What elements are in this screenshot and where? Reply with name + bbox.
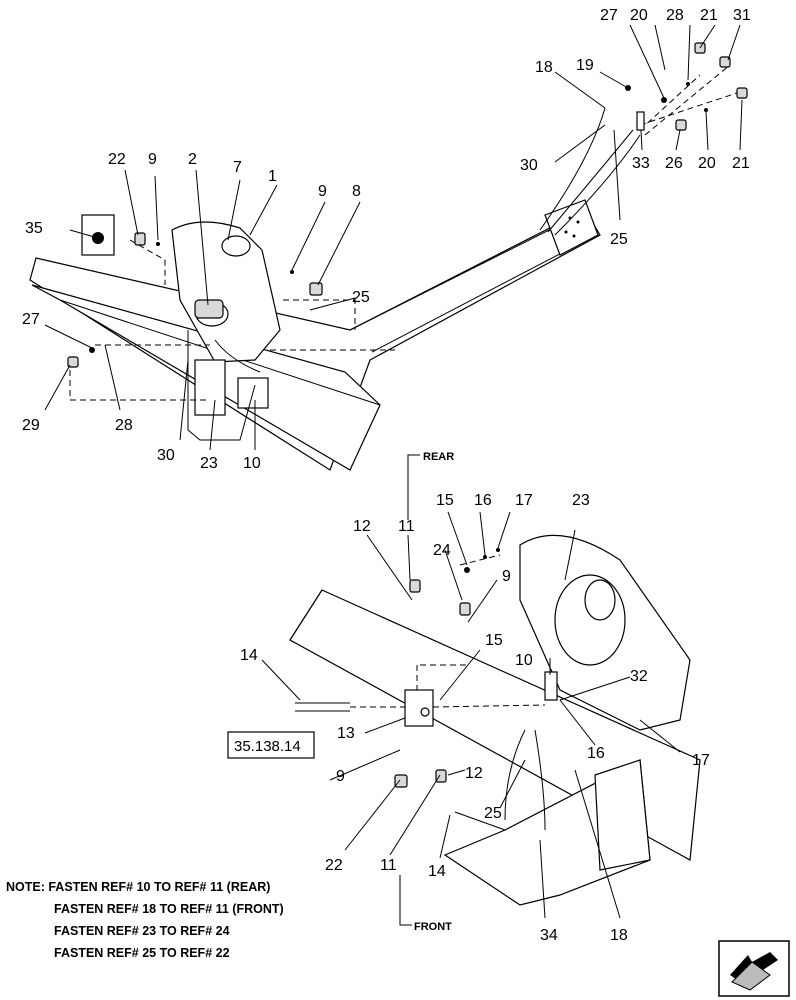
callout-1: 1 [268, 168, 277, 185]
cross-reference-box[interactable]: 35.138.14 [227, 731, 315, 759]
callout-22: 22 [108, 151, 126, 168]
lower-callouts: 9 9 10 11 11 12 12 13 14 14 15 15 16 16 … [240, 451, 710, 944]
callout-27: 27 [600, 7, 618, 24]
callout-26: 26 [665, 155, 683, 172]
callout-9: 9 [148, 151, 157, 168]
callout-21: 21 [700, 7, 718, 24]
front-label: FRONT [414, 921, 452, 933]
callout-15: 15 [485, 632, 503, 649]
callout-34: 34 [540, 927, 558, 944]
callout-29: 29 [22, 417, 40, 434]
callout-9: 9 [502, 568, 511, 585]
valve-block [404, 689, 434, 727]
callout-18: 18 [535, 59, 553, 76]
callout-23: 23 [572, 492, 590, 509]
callout-22: 22 [325, 857, 343, 874]
callout-7: 7 [233, 159, 242, 176]
callout-18: 18 [610, 927, 628, 944]
callout-28: 28 [666, 7, 684, 24]
leader-lines [44, 24, 743, 926]
callout-14: 14 [428, 863, 446, 880]
upper-assembly [29, 42, 748, 471]
callout-30: 30 [520, 157, 538, 174]
callout-31: 31 [733, 7, 751, 24]
callout-16: 16 [474, 492, 492, 509]
callout-2: 2 [188, 151, 197, 168]
callout-8: 8 [352, 183, 361, 200]
callout-30: 30 [157, 447, 175, 464]
callout-13: 13 [337, 725, 355, 742]
callout-25: 25 [610, 231, 628, 248]
callout-12: 12 [353, 518, 371, 535]
upper-motor-shield [171, 221, 281, 363]
callout-15: 15 [436, 492, 454, 509]
callout-24: 24 [433, 542, 451, 559]
callout-9: 9 [336, 768, 345, 785]
callout-10: 10 [515, 652, 533, 669]
callout-14: 14 [240, 647, 258, 664]
note-line-4: FASTEN REF# 25 TO REF# 22 [54, 946, 230, 960]
upper-end-plate [544, 199, 599, 256]
rear-label: REAR [423, 451, 454, 463]
callout-16: 16 [587, 745, 605, 762]
note-line-1: NOTE: FASTEN REF# 10 TO REF# 11 (REAR) [6, 880, 271, 894]
callout-27: 27 [22, 311, 40, 328]
lower-assembly [289, 534, 701, 906]
callout-28: 28 [115, 417, 133, 434]
callout-17: 17 [692, 752, 710, 769]
callout-25: 25 [484, 805, 502, 822]
note-line-3: FASTEN REF# 23 TO REF# 24 [54, 924, 230, 938]
callout-10: 10 [243, 455, 261, 472]
callout-20: 20 [630, 7, 648, 24]
callout-20: 20 [698, 155, 716, 172]
callout-12: 12 [465, 765, 483, 782]
page-navigation-arrow-icon[interactable] [718, 940, 790, 997]
callout-23: 23 [200, 455, 218, 472]
callout-11: 11 [380, 857, 397, 874]
reference-link[interactable]: 35.138.14 [234, 738, 301, 755]
callout-32: 32 [630, 668, 648, 685]
callout-11: 11 [398, 518, 415, 535]
callout-33: 33 [632, 155, 650, 172]
callout-35: 35 [25, 220, 43, 237]
upper-callouts: 1 2 7 8 9 9 10 18 19 20 20 21 21 22 23 2… [22, 7, 751, 472]
callout-9: 9 [318, 183, 327, 200]
note-line-2: FASTEN REF# 18 TO REF# 11 (FRONT) [54, 902, 284, 916]
callout-17: 17 [515, 492, 533, 509]
callout-21: 21 [732, 155, 750, 172]
callout-25: 25 [352, 289, 370, 306]
callout-19: 19 [576, 57, 594, 74]
